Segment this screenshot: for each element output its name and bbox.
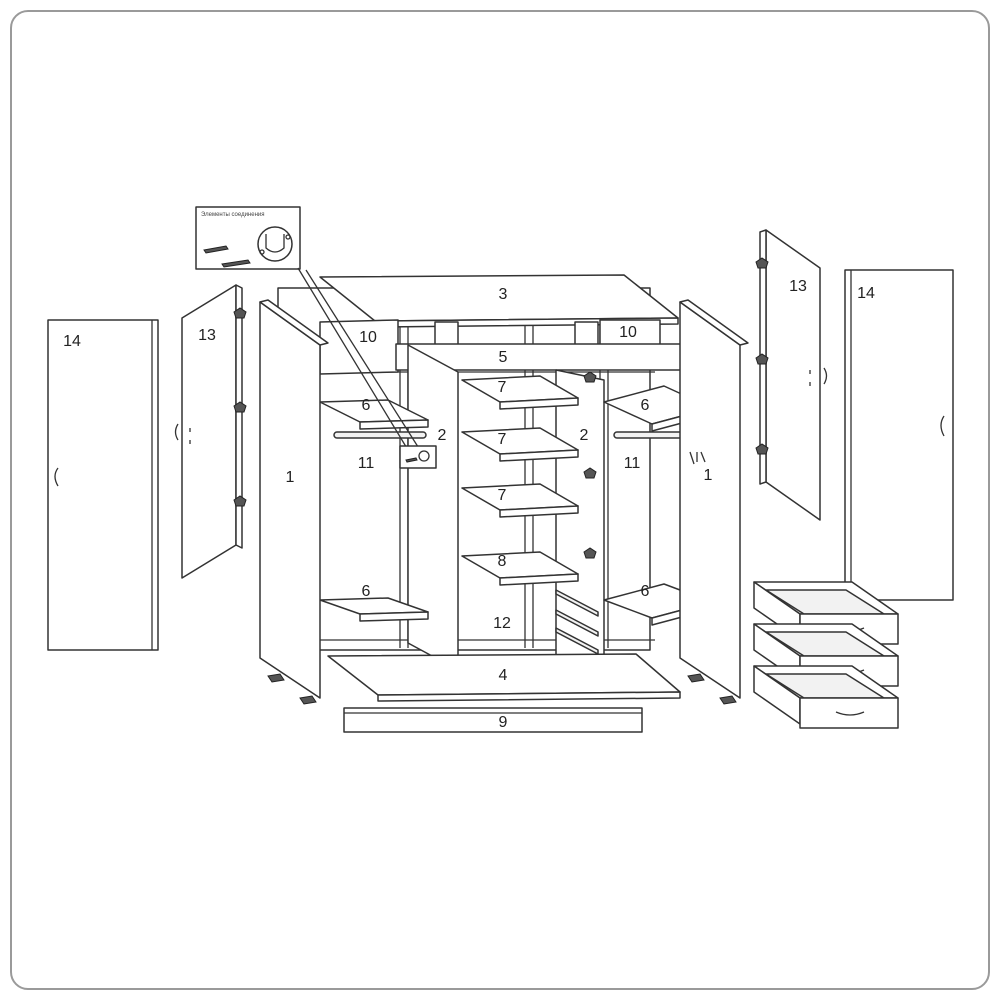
left-upper-shelf-edge xyxy=(359,419,429,430)
right-outer-door xyxy=(844,269,954,601)
center-shelf-1-label: 7 xyxy=(498,379,507,396)
mid-partition-hinge-icon xyxy=(583,371,597,559)
left-lower-shelf-label: 6 xyxy=(362,583,371,600)
callout-cam-icon xyxy=(418,450,430,462)
cam-lock-icon xyxy=(257,226,293,262)
center-shelf-3-edge xyxy=(499,505,579,518)
left-inner-door-edge xyxy=(235,284,243,549)
bottom-panel-edge xyxy=(377,691,681,702)
top-panel-label: 3 xyxy=(499,286,508,303)
side-fitting-icon xyxy=(689,451,706,465)
plinth xyxy=(343,707,643,733)
right-outer-door-handle-icon xyxy=(940,415,945,437)
right-top-divider-label: 10 xyxy=(619,324,637,341)
left-mid-partition-label: 2 xyxy=(438,427,447,444)
left-mid-partition xyxy=(407,344,459,671)
right-upper-shelf-label: 6 xyxy=(641,397,650,414)
left-outer-door xyxy=(47,319,159,651)
right-side-panel-label: 1 xyxy=(704,467,713,484)
back-compartment-label: 12 xyxy=(493,615,511,632)
center-shelf-2-label: 7 xyxy=(498,431,507,448)
left-side-panel-label: 1 xyxy=(286,469,295,486)
right-mid-partition-label: 2 xyxy=(580,427,589,444)
drawer-3 xyxy=(753,665,899,729)
right-side-panel-top-edge xyxy=(679,299,749,346)
left-lower-shelf-edge xyxy=(359,611,429,622)
left-rod-label: 11 xyxy=(358,455,375,472)
center-shelf-4-edge xyxy=(499,573,579,586)
left-outer-door-label: 14 xyxy=(63,333,81,350)
fastener-callout xyxy=(399,445,437,469)
right-inner-door-label: 13 xyxy=(789,278,807,295)
plinth-label: 9 xyxy=(499,714,508,731)
feet-icon xyxy=(267,673,737,705)
left-inner-door-handle-icon xyxy=(174,423,179,441)
right-inner-door-handle-icon xyxy=(823,367,828,385)
fastener-inset-caption: Элементы соединения xyxy=(201,212,264,218)
left-door-hinge-icon xyxy=(233,307,247,507)
bottom-panel-label: 4 xyxy=(499,667,508,684)
drawer-runner-icon xyxy=(555,589,599,655)
left-upper-shelf-label: 6 xyxy=(362,397,371,414)
center-shelf-3-label: 7 xyxy=(498,487,507,504)
callout-screw-icon xyxy=(405,457,418,463)
left-rod xyxy=(333,431,427,439)
right-inner-door xyxy=(765,229,821,521)
center-shelf-1-edge xyxy=(499,397,579,410)
inset-pointer-line-1 xyxy=(297,267,409,451)
left-side-panel-top-edge xyxy=(259,299,329,346)
left-top-divider-label: 10 xyxy=(359,329,377,346)
left-inner-door-label: 13 xyxy=(198,327,216,344)
left-outer-door-handle-icon xyxy=(54,467,59,487)
center-top-divider-right xyxy=(574,321,599,346)
center-shelf-2-edge xyxy=(499,449,579,462)
center-shelf-4-label: 8 xyxy=(498,553,507,570)
center-top-divider-left xyxy=(434,321,459,346)
inset-pointer-line-2 xyxy=(305,269,421,451)
right-rod-label: 11 xyxy=(624,455,641,472)
left-side-panel xyxy=(259,301,321,699)
right-door-hinge-icon xyxy=(755,257,769,455)
screw-icon xyxy=(203,245,251,268)
right-outer-door-label: 14 xyxy=(857,285,875,302)
right-side-panel xyxy=(679,301,741,699)
drawer-1 xyxy=(753,581,899,645)
right-lower-shelf-label: 6 xyxy=(641,583,650,600)
front-rail-label: 5 xyxy=(499,349,508,366)
